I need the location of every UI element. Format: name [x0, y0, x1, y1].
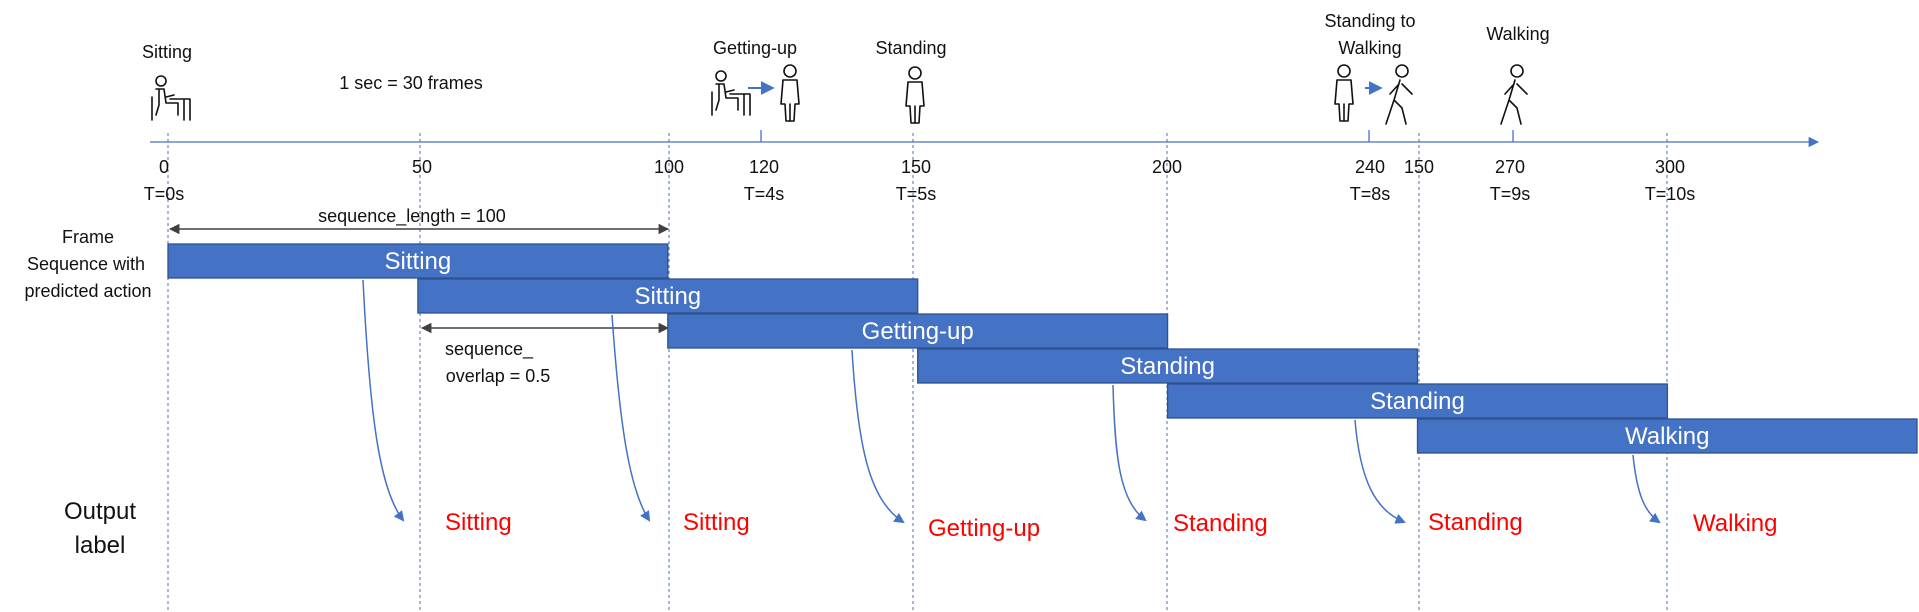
frame-label-150: 150: [901, 157, 931, 177]
sequence-overlap-label-1: sequence_: [445, 339, 534, 360]
standing-person-icon: [905, 66, 925, 124]
frame-sequence-label-3: predicted action: [24, 281, 151, 301]
output-label-5-text: Standing: [1428, 509, 1523, 536]
output-label-2-text: Sitting: [683, 509, 750, 536]
sitting-person-icon: [151, 75, 191, 121]
prediction-arrow-5: [1354, 419, 1406, 524]
top-label-getting-up: Getting-up: [713, 38, 797, 58]
output-label-4-text: Standing: [1173, 510, 1268, 537]
time-label-4: T=4s: [744, 184, 785, 204]
frame-label-150b: 150: [1404, 157, 1434, 177]
output-labels: Sitting Sitting Getting-up Standing Standing…: [445, 509, 1777, 542]
sequence-bar-4: [917, 348, 1419, 384]
getting-up-standing-icon: [780, 64, 800, 122]
sequence-bar-label-5: Standing: [1370, 388, 1465, 415]
sequence-bar-label-1: Sitting: [385, 248, 452, 275]
frame-label-100: 100: [654, 157, 684, 177]
sequence-bar-6: [1416, 418, 1918, 454]
frame-sequence-label-2: Sequence with: [27, 254, 145, 274]
prediction-arrow-3: [851, 349, 905, 524]
frame-label-270: 270: [1495, 157, 1525, 177]
prediction-arrow-4: [1112, 384, 1147, 522]
frame-label-50: 50: [412, 157, 432, 177]
output-label-3-text: Getting-up: [928, 515, 1040, 542]
sequence-bar-2: [417, 278, 919, 314]
time-label-9: T=9s: [1490, 184, 1531, 204]
getting-up-sitting-icon: [711, 70, 751, 116]
top-label-walking: Walking: [1486, 24, 1549, 44]
guide-lines: [167, 133, 1668, 612]
axis-ticks: [760, 130, 1514, 142]
output-label-2: label: [75, 532, 126, 559]
sequence-bar-label-6: Walking: [1625, 423, 1709, 450]
sequence-bar-label-4: Standing: [1120, 353, 1215, 380]
output-label-1-text: Sitting: [445, 509, 512, 536]
output-label-1: Output: [64, 498, 136, 525]
frame-label-120: 120: [749, 157, 779, 177]
prediction-arrows: [362, 279, 1661, 524]
scale-note: 1 sec = 30 frames: [339, 73, 483, 93]
sequence-bar-1: [167, 243, 669, 279]
sequence-bar-3: [667, 313, 1169, 349]
top-label-standing: Standing: [875, 38, 946, 58]
time-label-0: T=0s: [144, 184, 185, 204]
top-label-standing-to-walking-2: Walking: [1338, 38, 1401, 58]
time-label-5: T=5s: [896, 184, 937, 204]
standing-to-walking-walking-icon: [1385, 64, 1413, 125]
frame-label-200: 200: [1152, 157, 1182, 177]
sequence-bar-label-3: Getting-up: [862, 318, 974, 345]
frame-label-240: 240: [1355, 157, 1385, 177]
output-label-6-text: Walking: [1693, 510, 1777, 537]
time-label-8: T=8s: [1350, 184, 1391, 204]
frame-sequence-label-1: Frame: [62, 227, 114, 247]
prediction-arrow-2: [611, 314, 651, 522]
sequence-bars: SittingSittingGetting-upStandingStanding…: [167, 243, 1918, 454]
top-label-sitting: Sitting: [142, 42, 192, 62]
prediction-arrow-1: [362, 279, 405, 522]
sequence-length-label: sequence_length = 100: [318, 206, 506, 227]
sequence-bar-label-2: Sitting: [634, 283, 701, 310]
top-label-standing-to-walking-1: Standing to: [1324, 11, 1415, 31]
frame-label-300: 300: [1655, 157, 1685, 177]
time-label-10: T=10s: [1645, 184, 1696, 204]
walking-person-icon: [1500, 64, 1528, 125]
prediction-arrow-6: [1632, 454, 1661, 524]
sequence-overlap-label-2: overlap = 0.5: [446, 366, 551, 386]
frame-label-0: 0: [159, 157, 169, 177]
standing-to-walking-standing-icon: [1334, 64, 1354, 122]
sequence-bar-5: [1166, 383, 1669, 419]
